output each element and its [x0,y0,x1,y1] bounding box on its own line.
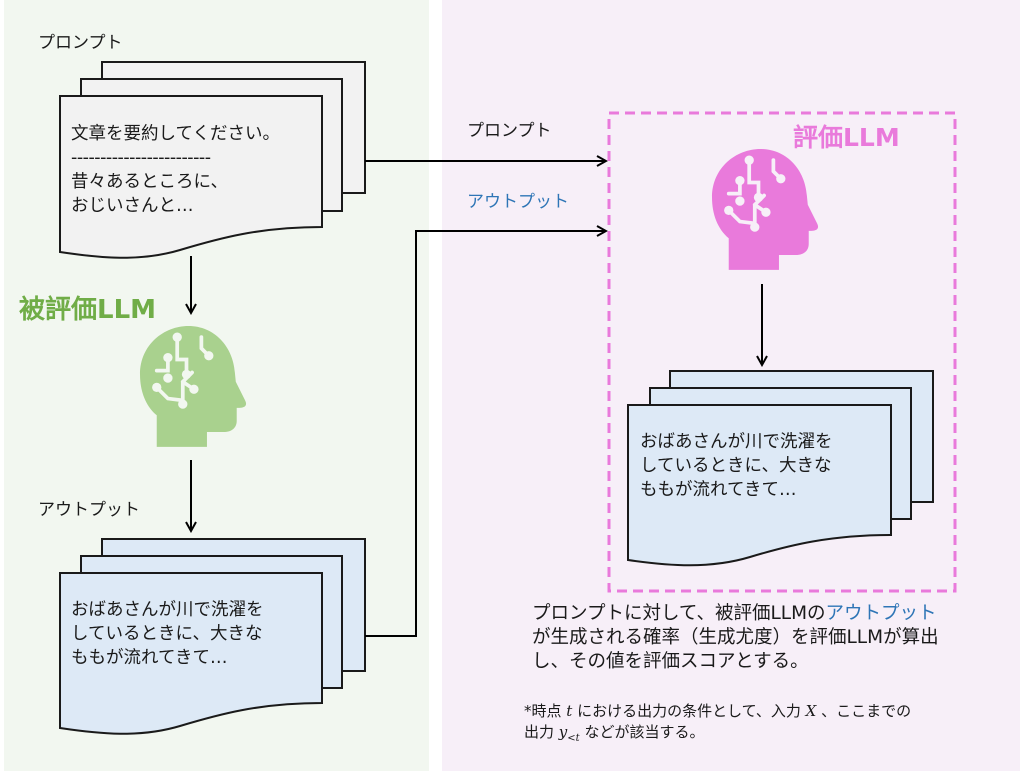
footnote-text-2b: などが該当する。 [579,723,705,741]
prompt-doc-separator: ------------------------ [71,148,211,168]
judge-output-doc-text: おばあさんが川で洗濯を しているときに、大きな ももが流れてきて… [640,430,833,502]
description-output-highlight: アウトプット [825,603,937,624]
description: プロンプトに対して、被評価LLMのアウトプット が生成される確率（生成尤度）を評… [532,602,939,674]
description-line-1-text: プロンプトに対して、被評価LLMの [532,603,826,624]
judge-output-doc-line-1: おばあさんが川で洗濯を [640,432,833,452]
footnote-text-1b: における出力の条件として、入力 [572,702,806,720]
judge-llm-boundary [607,111,957,593]
prompt-document-stack [59,61,366,259]
output-document-stack [59,538,366,735]
footnote-var-y: y<t [558,723,580,744]
output-doc-text: おばあさんが川で洗濯を しているときに、大きな ももが流れてきて… [71,598,264,670]
footnote-var-x: X [805,702,817,720]
output-arrow-label: アウトプット [467,192,569,212]
judge-output-document-stack [627,370,934,567]
output-doc-front [59,572,323,735]
prompt-doc-line-2: 昔々あるところに、 [71,172,228,192]
footnote-var-t: t [566,702,573,720]
prompt-doc-line-3: おじいさんと… [71,196,194,216]
description-line-3: し、その値を評価スコアとする。 [532,651,809,672]
footnote-text-1c: 、ここまでの [816,702,912,720]
prompt-doc-line-1: 文章を要約してください。 [71,124,280,144]
prompt-doc-text: 文章を要約してください。 ------------------------ 昔々… [71,122,280,218]
footnote-text-2a: 出力 [524,723,559,741]
judge-llm-head-icon [712,149,819,270]
description-line-1: プロンプトに対して、被評価LLMのアウトプット [532,602,939,626]
prompt-label: プロンプト [38,33,123,53]
output-label: アウトプット [38,500,140,520]
prompt-doc-front [59,95,323,259]
footnote-var-y-sub: <t [567,733,580,744]
target-llm-head-icon [140,326,247,447]
output-doc-line-2: しているときに、大きな [71,624,263,644]
judge-output-doc-front [627,404,892,567]
target-llm-title: 被評価LLM [19,295,157,325]
prompt-arrow-label: プロンプト [467,121,552,141]
judge-llm-title: 評価LLM [793,123,900,152]
output-doc-line-1: おばあさんが川で洗濯を [71,600,264,620]
judge-output-doc-line-2: しているときに、大きな [640,456,832,476]
judge-output-doc-line-3: ももが流れてきて… [640,480,797,500]
footnote-line-1: *時点 t における出力の条件として、入力 X 、ここまでの [524,701,911,722]
footnote: *時点 t における出力の条件として、入力 X 、ここまでの 出力 y<t など… [524,701,911,749]
footnote-line-2: 出力 y<t などが該当する。 [524,722,911,749]
arrow-output-to-judge-llm [365,231,606,637]
description-line-2: が生成される確率（生成尤度）を評価LLMが算出 [532,627,939,648]
footnote-text-1a: *時点 [524,702,567,720]
output-doc-line-3: ももが流れてきて… [71,648,228,668]
footnote-var-y-base: y [558,723,568,741]
